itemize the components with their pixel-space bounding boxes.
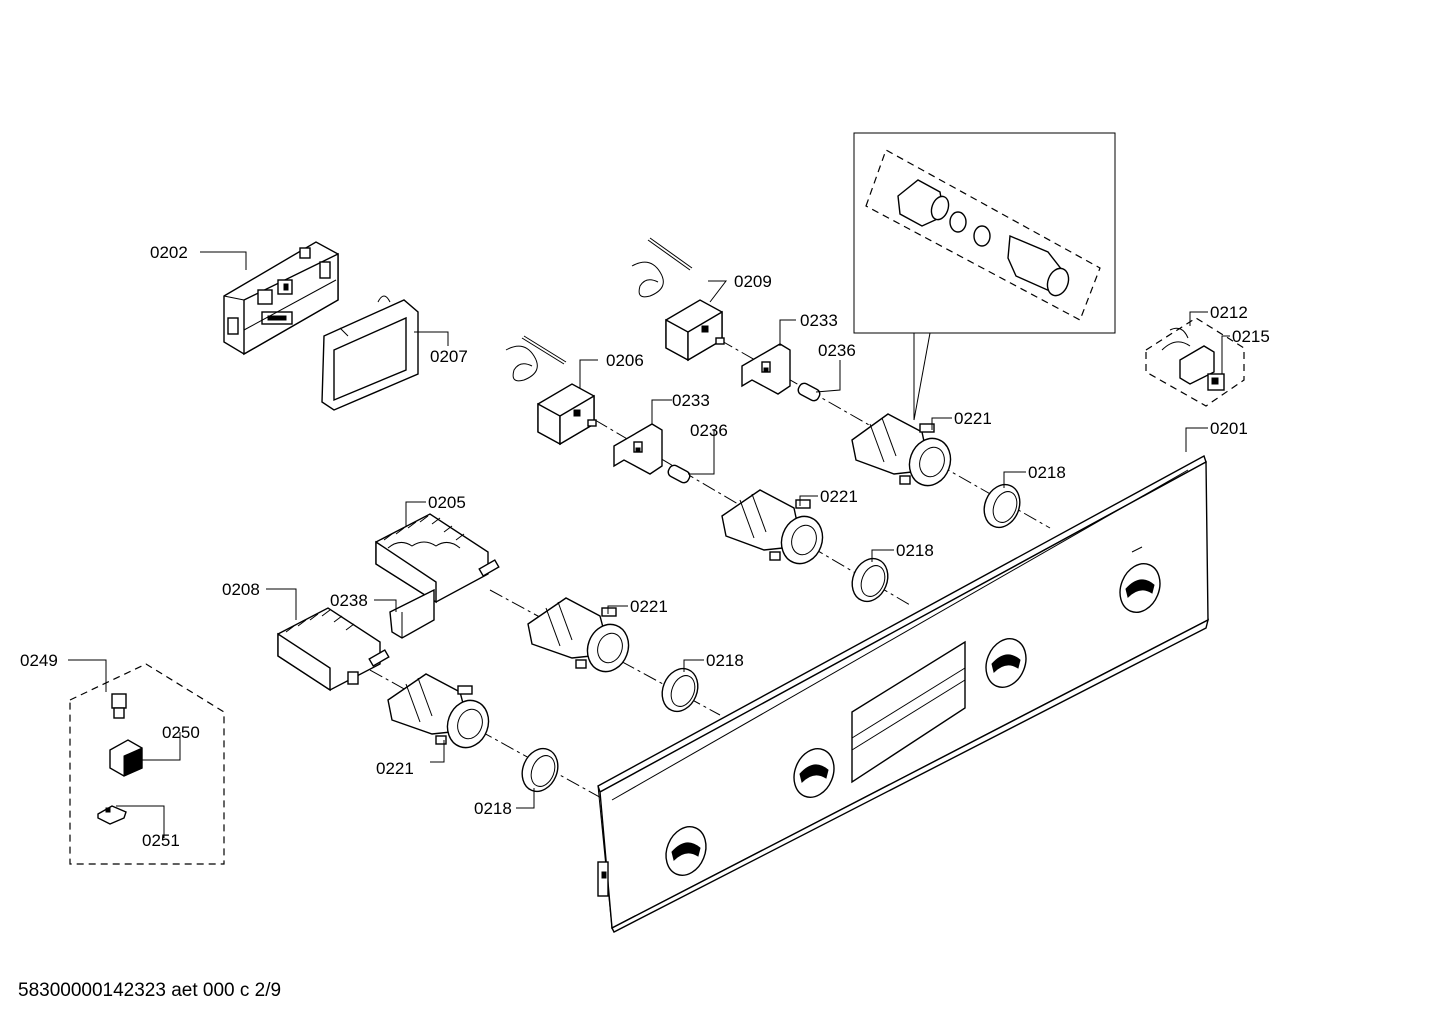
lamp-0236-lower: [667, 464, 691, 484]
label-0233-lower: 0233: [672, 391, 710, 410]
label-0250: 0250: [162, 723, 200, 742]
panel-hole-3: [985, 638, 1027, 688]
parts-group-0249: [69, 663, 225, 865]
part-0249-connector: [111, 693, 127, 719]
panel-hole-2: [793, 748, 835, 798]
label-0206: 0206: [606, 351, 644, 370]
frame-0207: [321, 295, 419, 411]
thermostat-0209: [631, 237, 725, 362]
sensor-group-0212-0215: [1145, 317, 1245, 407]
label-0221-4: 0221: [376, 759, 414, 778]
panel-hole-1: [665, 826, 707, 876]
label-0205: 0205: [428, 493, 466, 512]
label-0209: 0209: [734, 272, 772, 291]
detail-inset: [853, 132, 1116, 421]
label-0208: 0208: [222, 580, 260, 599]
callout-labels: 0202 0207 0209 0206 0233 0233 0236 0236 …: [20, 243, 1270, 850]
label-0207: 0207: [430, 347, 468, 366]
label-0221-2: 0221: [820, 487, 858, 506]
label-0238: 0238: [330, 591, 368, 610]
label-0212: 0212: [1210, 303, 1248, 322]
label-0236-lower: 0236: [690, 421, 728, 440]
part-0251-clip: [97, 805, 127, 825]
ring-0218-4: [521, 747, 559, 793]
switch-0205: [375, 513, 500, 604]
label-0249: 0249: [20, 651, 58, 670]
electronic-module-0202: [223, 241, 339, 356]
inset-clip: [973, 225, 991, 247]
label-0202: 0202: [150, 243, 188, 262]
leader-lines: [68, 251, 1230, 838]
switch-0208: [277, 607, 390, 692]
knob-0221-1: [851, 413, 952, 487]
ring-0218-1: [983, 483, 1021, 529]
thermostat-0206: [505, 335, 597, 446]
label-0218-1: 0218: [1028, 463, 1066, 482]
label-0215: 0215: [1232, 327, 1270, 346]
inset-spring: [949, 211, 967, 233]
knob-0221-2: [721, 489, 824, 565]
inset-knob-body: [897, 179, 950, 227]
part-0250-relay: [109, 739, 143, 777]
label-0251: 0251: [142, 831, 180, 850]
label-0201: 0201: [1210, 419, 1248, 438]
label-0221-3: 0221: [630, 597, 668, 616]
label-0218-3: 0218: [706, 651, 744, 670]
inset-knob-cap: [1007, 234, 1070, 297]
label-0221-1: 0221: [954, 409, 992, 428]
label-0218-2: 0218: [896, 541, 934, 560]
bracket-0233-lower: [613, 423, 663, 475]
lamp-0236-upper: [797, 382, 821, 402]
panel-hole-4: [1119, 563, 1161, 613]
label-0218-4: 0218: [474, 799, 512, 818]
control-panel-0201: [597, 454, 1210, 933]
ring-0218-2: [851, 557, 889, 603]
label-0236-upper: 0236: [818, 341, 856, 360]
knob-0221-4: [387, 673, 490, 749]
drawing-reference-footer: 58300000142323 aet 000 c 2/9: [18, 980, 282, 1001]
knob-0221-3: [527, 597, 630, 673]
bracket-0233-upper: [741, 343, 791, 395]
ring-0218-3: [661, 667, 699, 713]
bracket-0238: [389, 588, 435, 639]
label-0233-upper: 0233: [800, 311, 838, 330]
